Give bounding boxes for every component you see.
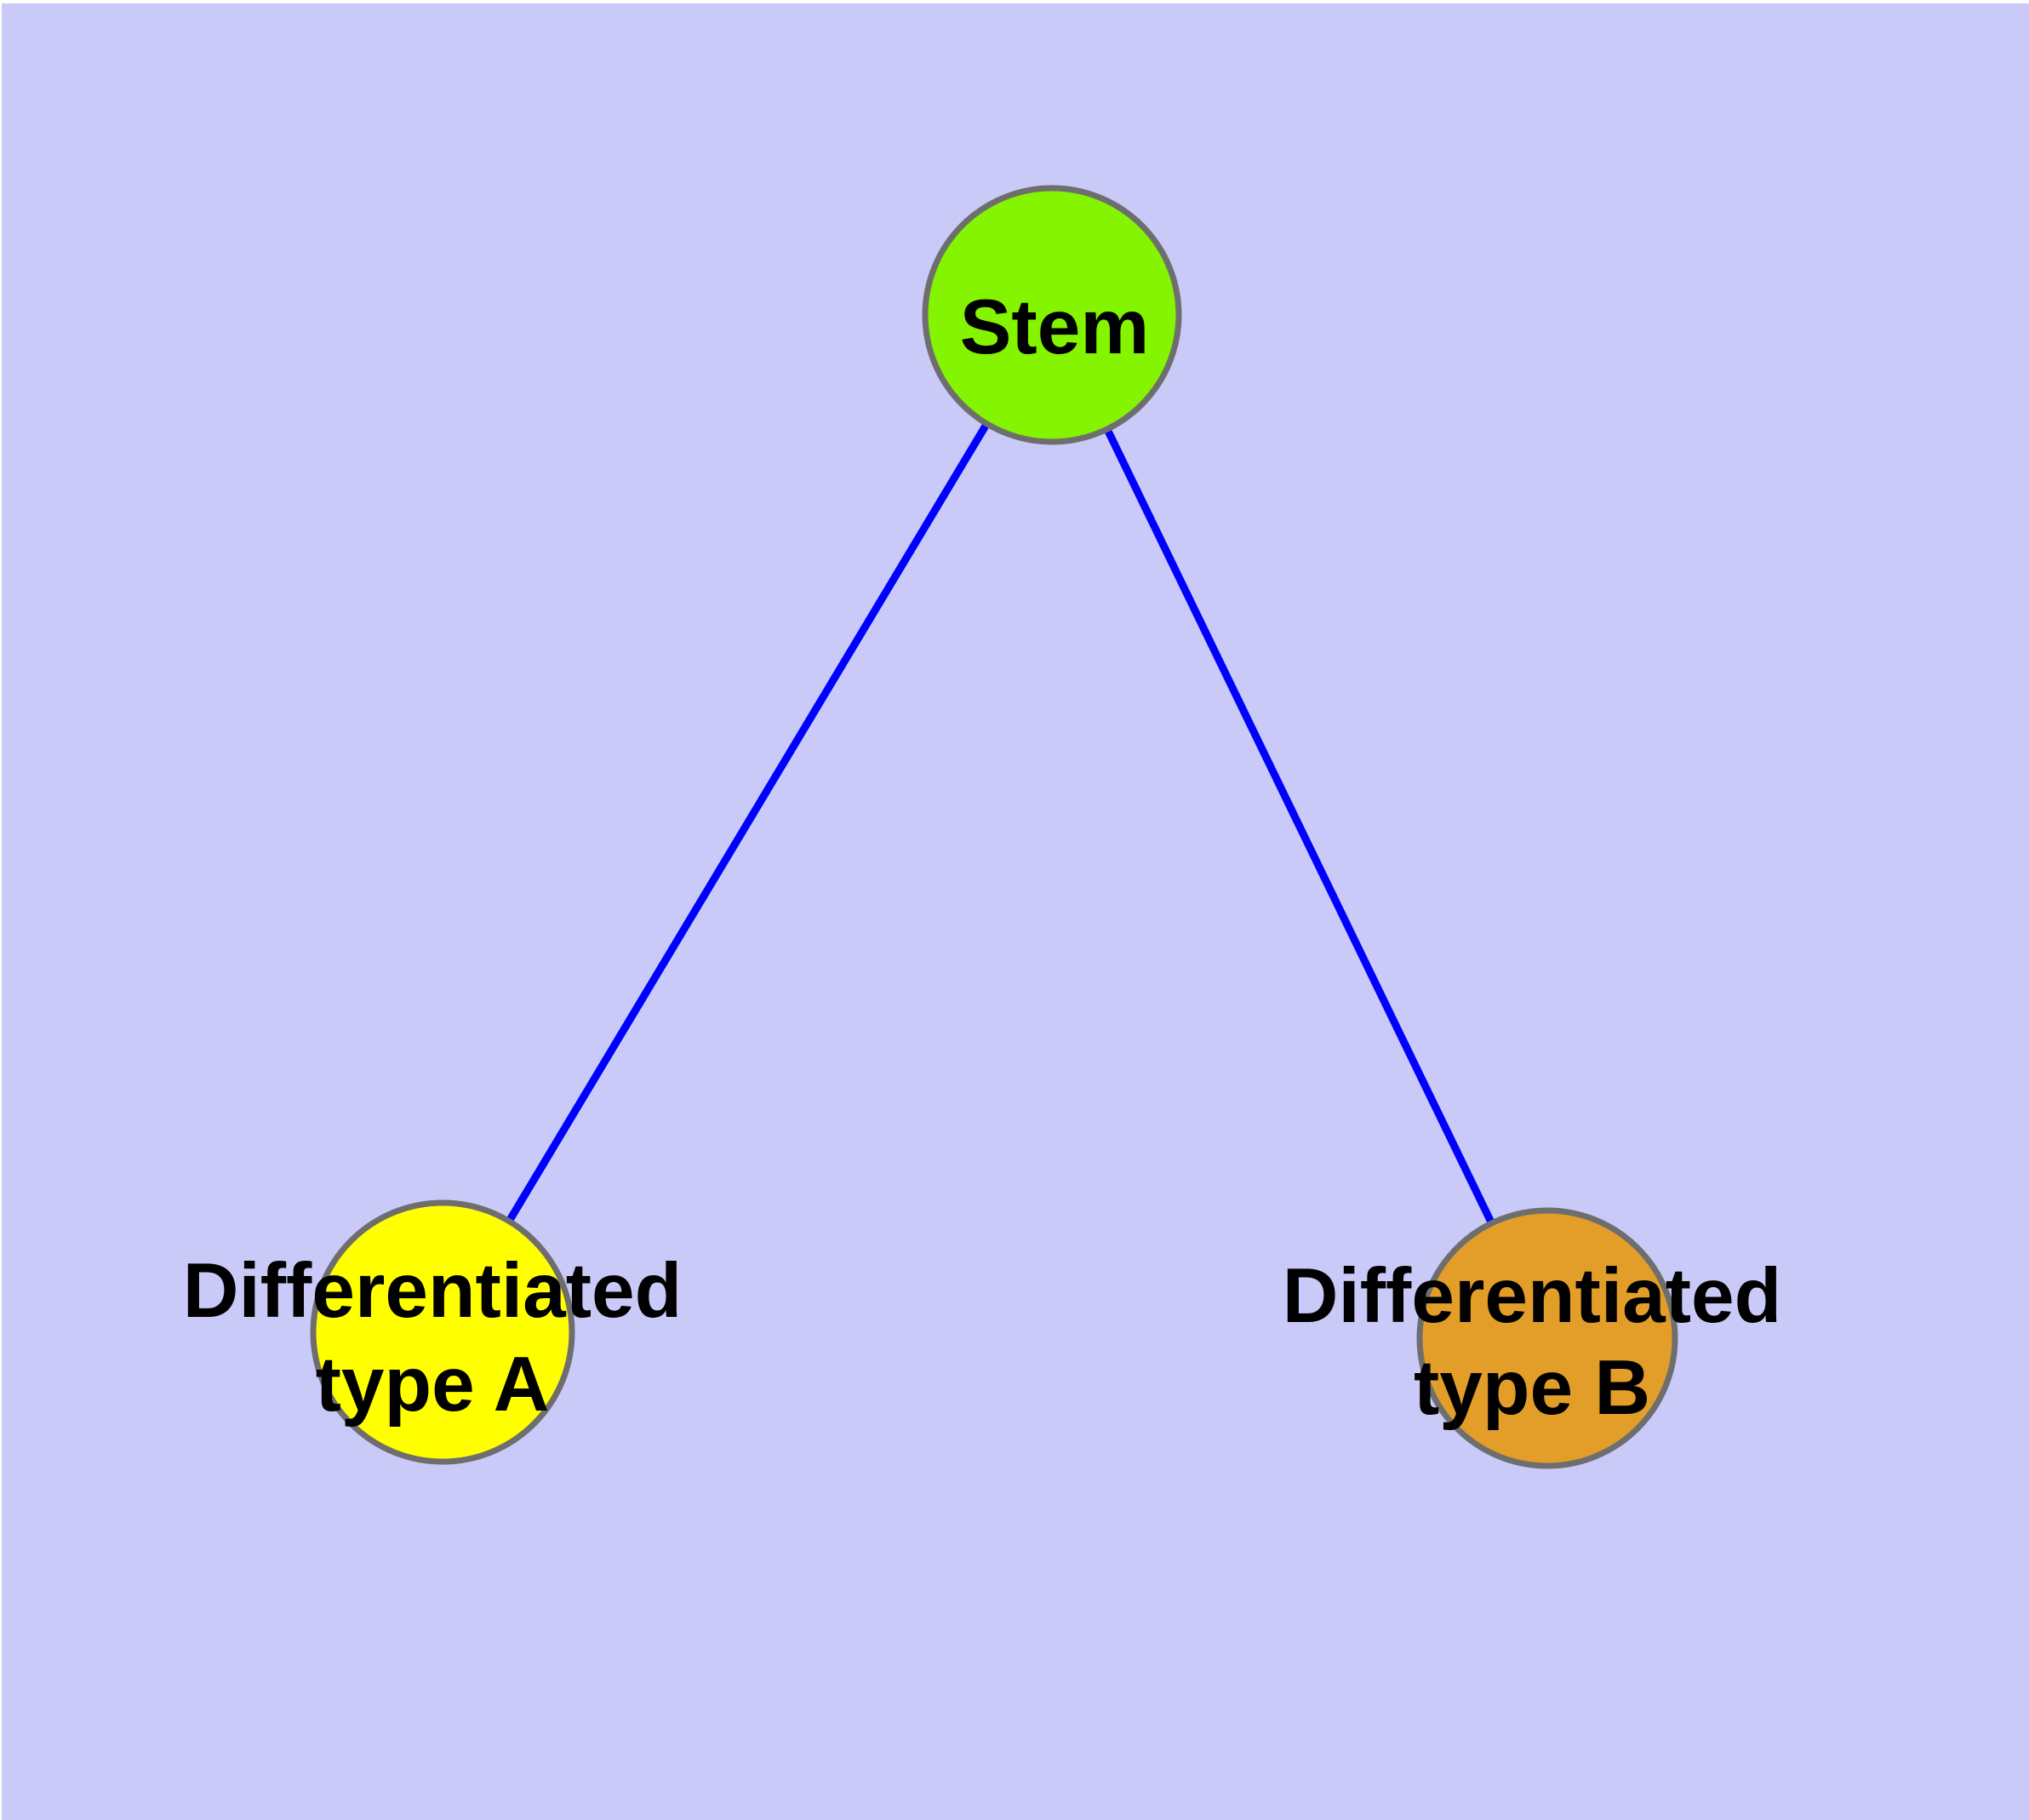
node-type-a-circle <box>310 1199 575 1465</box>
node-type-b-label-line1: Differentiated <box>1283 1253 1782 1339</box>
edge-stem-to-type-b <box>1048 313 1552 1340</box>
node-type-b-circle <box>1416 1207 1678 1469</box>
edge-stem-to-type-a <box>439 312 1055 1335</box>
node-type-b-label-line2: type B <box>1414 1345 1650 1431</box>
node-type-a-label-line1: Differentiated <box>183 1248 683 1334</box>
node-stem-circle <box>922 185 1182 445</box>
node-type-a-label-line2: type A <box>316 1342 550 1428</box>
node-stem-label: Stem <box>960 284 1150 370</box>
